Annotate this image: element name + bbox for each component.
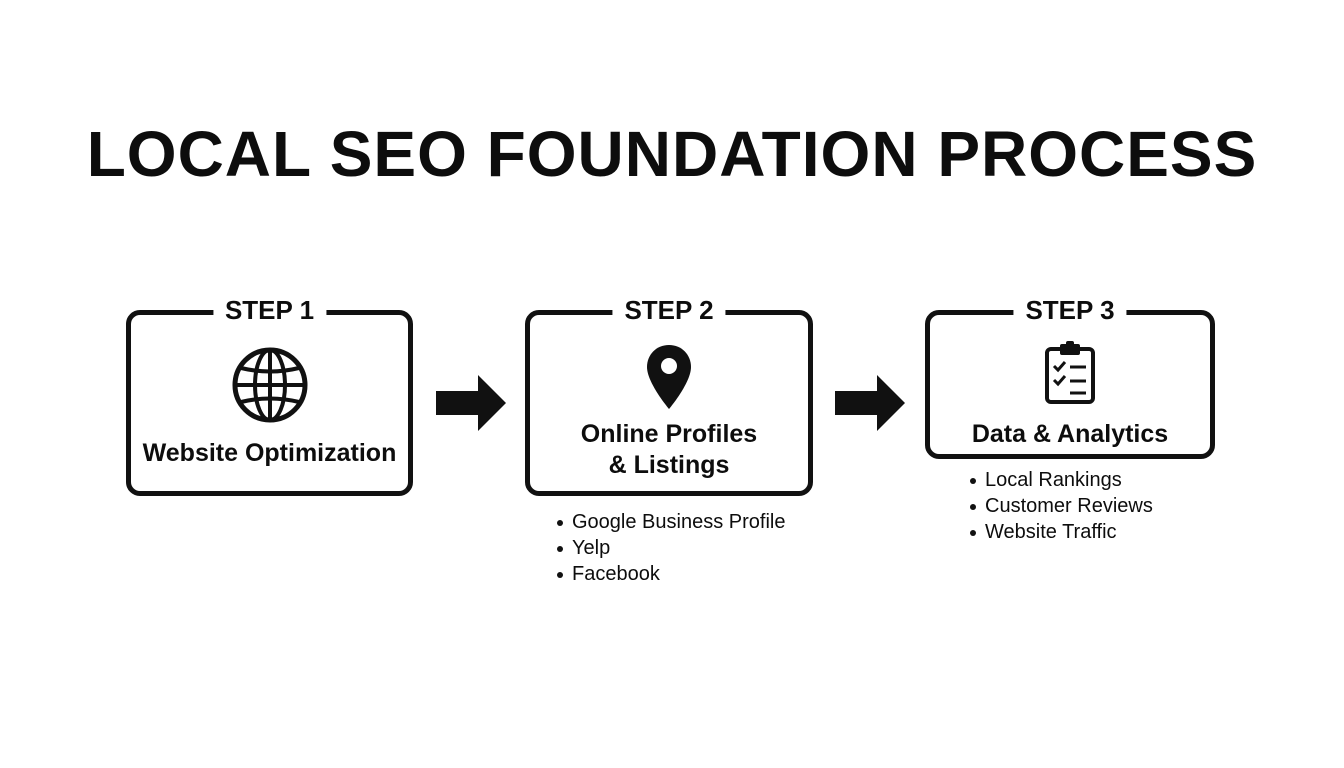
step-2-bullet-list: Google Business Profile Yelp Facebook bbox=[556, 509, 785, 587]
globe-icon bbox=[232, 347, 307, 423]
list-item: Customer Reviews bbox=[969, 493, 1153, 519]
clipboard-checklist-icon bbox=[1045, 341, 1095, 404]
step-2-box: STEP 2 Online Profiles & Listings bbox=[525, 293, 813, 496]
step-3-bullet-list: Local Rankings Customer Reviews Website … bbox=[969, 467, 1153, 545]
step-2-name: Online Profiles & Listings bbox=[580, 420, 758, 479]
arrow-right-icon bbox=[436, 375, 506, 431]
step-3-name: Data & Analytics bbox=[971, 420, 1169, 448]
step-3-box: STEP 3 Data & Analytics bbox=[925, 293, 1215, 459]
step-1-box: STEP 1 Website Optimization bbox=[126, 293, 413, 496]
step-1-name: Website Optimization bbox=[142, 439, 397, 467]
list-item: Yelp bbox=[556, 535, 785, 561]
map-pin-icon bbox=[647, 345, 691, 409]
list-item: Local Rankings bbox=[969, 467, 1153, 493]
step-3-label: STEP 3 bbox=[1013, 293, 1127, 327]
list-item: Google Business Profile bbox=[556, 509, 785, 535]
list-item: Facebook bbox=[556, 561, 785, 587]
list-item: Website Traffic bbox=[969, 519, 1153, 545]
arrow-right-icon bbox=[835, 375, 905, 431]
step-1-label: STEP 1 bbox=[212, 293, 327, 327]
diagram-title: LOCAL SEO FOUNDATION PROCESS bbox=[86, 118, 1258, 190]
step-2-label: STEP 2 bbox=[612, 293, 726, 327]
